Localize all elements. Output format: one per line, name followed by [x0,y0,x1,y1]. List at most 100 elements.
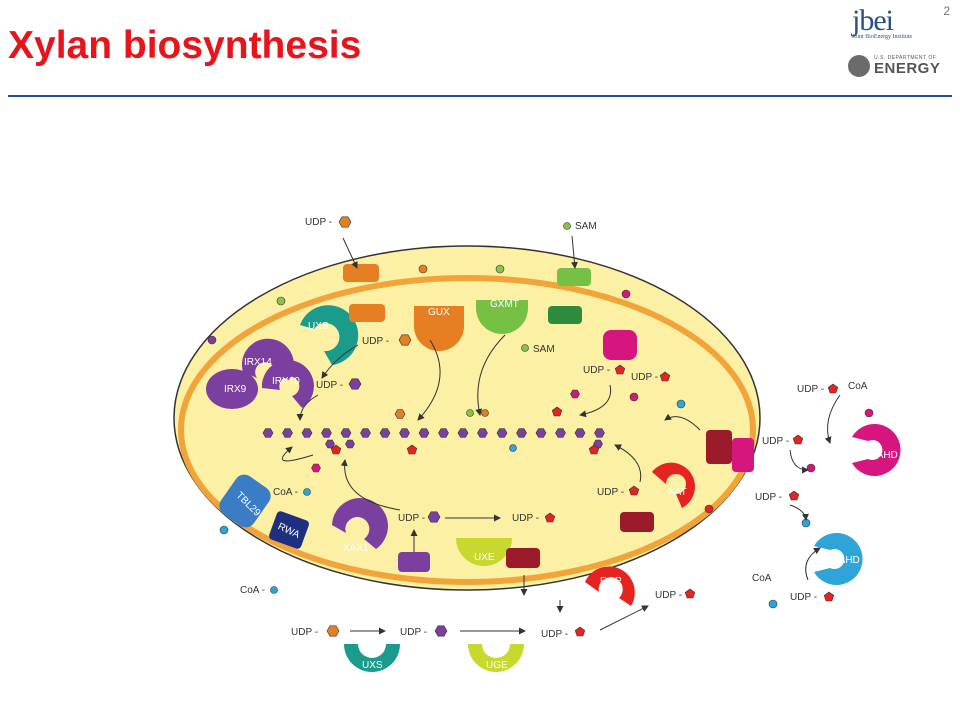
label-udp-ara-bahd2: UDP - [790,592,817,603]
udp-ara-icon [614,364,626,375]
membrane-dot [207,335,217,345]
enzyme-irx10: IRX10 [261,360,314,408]
ferulate-icon [801,518,811,528]
xylose-side [345,439,355,449]
enzyme-uxs-golgi: UXS [300,305,359,365]
label-udp-xylose-golgi: UDP - [316,380,343,391]
udp-glca-icon [398,334,412,346]
udp-ara-icon [684,588,696,599]
sam-icon [563,222,571,230]
label-udp-ara-fer: UDP - [755,492,782,503]
label-udp-ara-uxe: UDP - [512,513,539,524]
xylose-unit [340,428,352,438]
label-udp-ara-coum: UDP - [762,436,789,447]
diagram-labels: UDP - SAM UDP - SAM UDP - UDP - UDP - UD… [240,217,868,640]
xylose-unit [555,428,566,438]
membrane-dot [418,264,428,274]
coumarate-icon [864,408,874,418]
doe-logo-energy: ENERGY [874,60,941,77]
udp-ara-icon [574,626,586,637]
xylose-unit [516,428,527,438]
substituent-dot [481,409,489,417]
udp-xylose-icon [434,625,448,637]
label-udp-ara-cytosol: UDP - [541,629,568,640]
jbei-logo: jbei Joint BioEnergy Institute [852,6,944,41]
doe-logo-dept: U.S. DEPARTMENT OF [874,55,937,61]
udp-xylose-icon [348,378,362,390]
arabinose-side [551,406,563,417]
enzyme-uge: UGE [468,644,524,672]
ferulate-icon [768,599,778,609]
enzyme-xat: XAT [652,462,695,508]
xylose-unit [262,428,274,438]
xylose-unit [594,428,605,438]
udp-ara-icon [659,371,671,382]
xylose-unit [379,428,391,438]
xylose-unit [477,428,488,438]
xylose-unit [457,428,469,438]
coumarate-icon [806,463,816,473]
enzyme-tbl29: TBL29 [219,474,271,528]
label-coa-cytosol: CoA - [240,585,265,596]
xylose-unit [418,428,430,438]
page-number: 2 [943,4,950,18]
udp-glca-icon [338,216,352,228]
doe-seal-icon [848,55,870,77]
membrane-dot [276,296,286,306]
enzyme-bahd-coumarate-label: BAHD [870,450,898,461]
label-udp-xylose-uxe: UDP - [398,513,425,524]
udp-ara-icon [788,490,800,501]
udp-ara-icon [544,512,556,523]
coa-icon [270,586,278,594]
label-udp-glca-top: UDP - [305,217,332,228]
xylose-unit [360,428,371,438]
enzyme-gxmt-label: GXMT [490,299,519,310]
ferulate-icon [676,399,686,409]
xylose-unit [574,428,586,438]
enzyme-xax1-label: XAX1 [343,543,369,554]
membrane-dot [495,264,505,274]
enzyme-bahd-ferulate: BAHD [814,533,863,585]
label-coa-tbl29: CoA - [273,487,298,498]
label-udp-ara-bahd1: UDP - [797,384,824,395]
xylose-unit [438,428,449,438]
enzyme-bahd-ferulate-label: BAHD [832,555,860,566]
enzyme-gxmt: GXMT [476,299,528,334]
jbei-logo-subtitle: Joint BioEnergy Institute [852,34,913,40]
enzyme-irx10-label: IRX10 [272,376,300,387]
enzyme-rgp-label: RGP [600,576,622,587]
enzyme-rgp: RGP [585,566,635,606]
doe-logo: U.S. DEPARTMENT OF ENERGY [848,53,944,79]
label-sam-golgi: SAM [533,344,555,355]
enzyme-xax1: XAX1 [332,498,388,554]
label-udp-glca-cytosol: UDP - [291,627,318,638]
udp-ara-icon [792,434,804,445]
sam-icon [521,344,529,352]
sugar-icons [207,216,874,637]
label-sam-top: SAM [575,221,597,232]
xylan-backbone [262,389,605,473]
enzyme-uxe: UXE [456,538,512,566]
enzyme-xat-label: XAT [668,487,687,498]
enzyme-uxs-cytosol: UXS [344,644,400,672]
enzyme-uxs-cytosol-label: UXS [362,660,383,671]
label-udp-ara-xat: UDP - [597,487,624,498]
membrane-dot [704,504,714,514]
xylose-unit [282,428,293,438]
label-udp-glca-golgi: UDP - [362,336,389,347]
label-udp-xylose-cytosol: UDP - [400,627,427,638]
transporters [343,264,754,572]
enzyme-bahd-coumarate: BAHD [852,424,901,476]
coumarate-ester [570,389,580,399]
xylose-unit [321,428,332,438]
coumarate-icon [629,392,639,402]
xylose-unit [301,428,313,438]
udp-ara-icon [823,591,835,602]
xylose-unit [496,428,508,438]
label-udp-ara-ester: UDP - [631,372,658,383]
slide-title: Xylan biosynthesis [8,24,362,67]
glca-side [394,409,406,419]
arabinose-side [588,444,600,455]
udp-ara-icon [827,383,839,394]
